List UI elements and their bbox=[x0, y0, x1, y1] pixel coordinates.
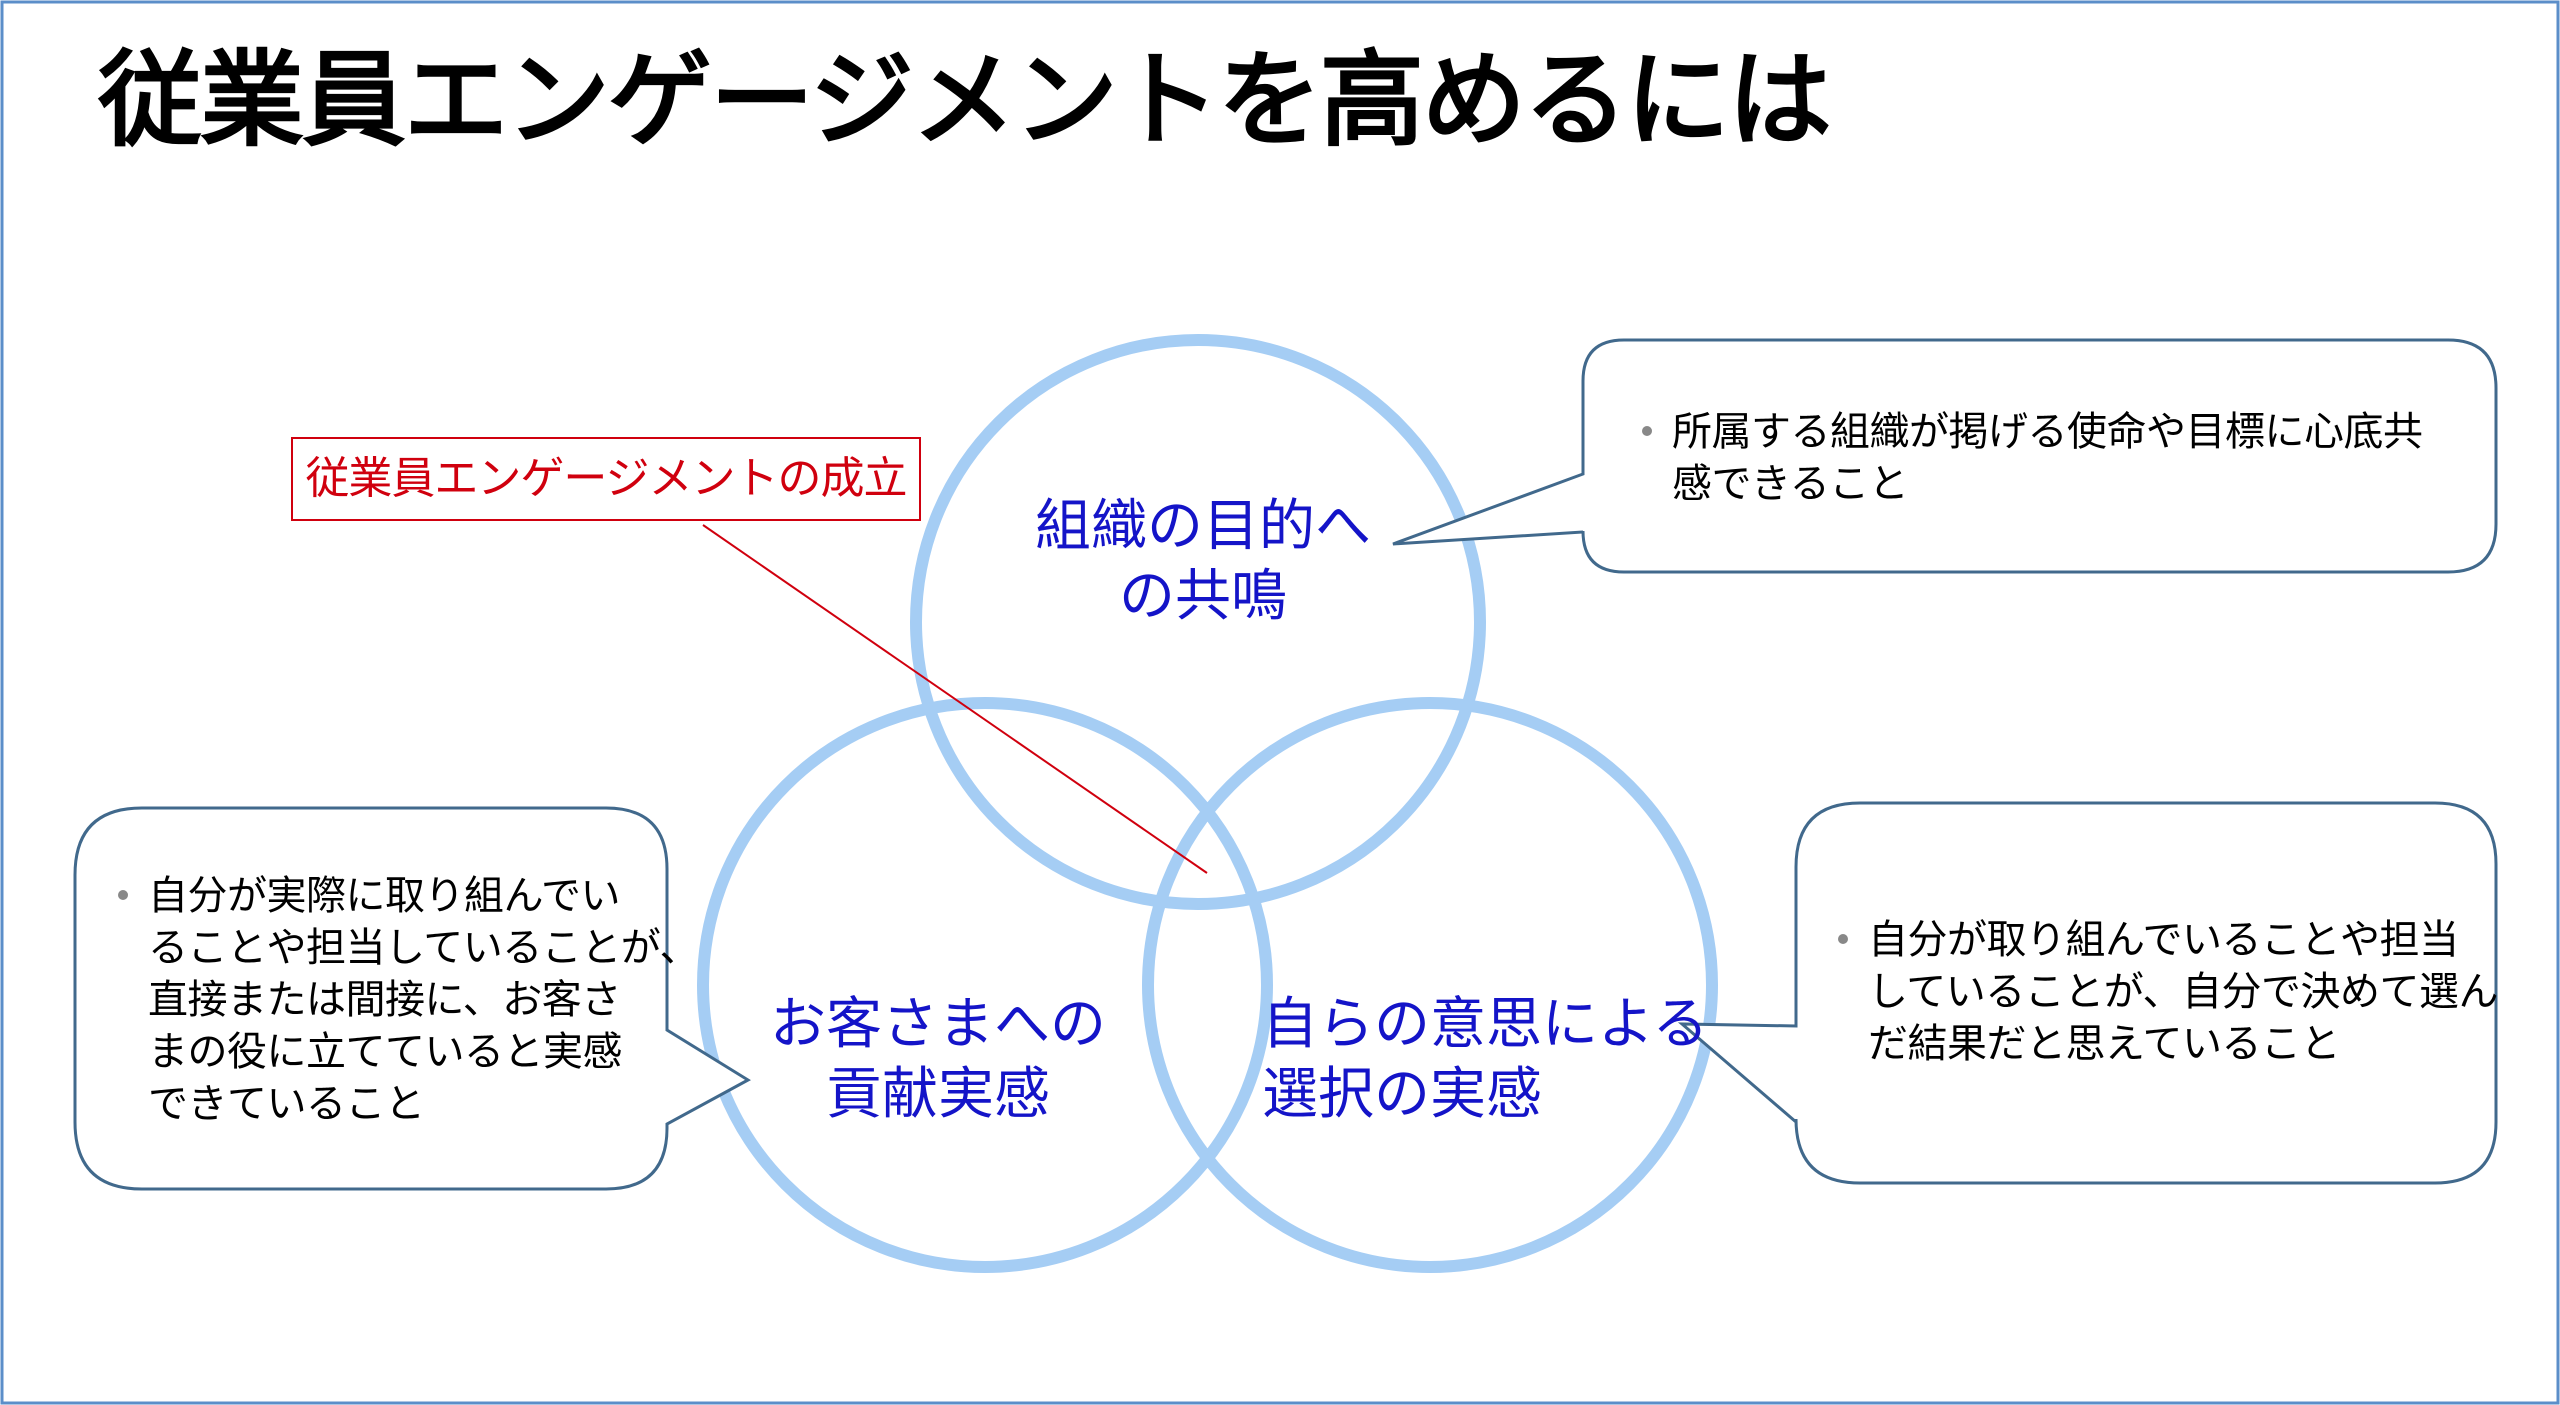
callout-top-right-text: 所属する組織が掲げる使命や目標に心底共 感できること bbox=[1642, 406, 2423, 510]
callout-bottom-right-line-1: 自分が取り組んでいることや担当 bbox=[1868, 917, 2459, 963]
label-text: 従業員エンゲージメントの成立 bbox=[305, 453, 907, 504]
circle-label-right-line-2: 選択の実感 bbox=[1262, 1062, 1542, 1127]
callout-left-text: 自分が実際に取り組んでい ることや担当していることが、 直接または間接に、お客さ… bbox=[118, 870, 700, 1130]
callout-bottom-right-line-2: していることが、自分で決めて選ん bbox=[1868, 969, 2499, 1015]
circle-label-right: 自らの意思による 選択の実感 bbox=[1262, 990, 1709, 1130]
callout-left-shape bbox=[73, 806, 751, 1191]
circle-organization-purpose bbox=[910, 334, 1486, 910]
callout-bottom-right-shape bbox=[1677, 801, 2498, 1185]
label-box: 従業員エンゲージメントの成立 bbox=[291, 437, 921, 521]
circle-label-left-line-1: お客さまへの bbox=[770, 992, 1106, 1057]
slide-title: 従業員エンゲージメントを高めるには bbox=[98, 39, 1832, 161]
circle-label-top-line-1: 組織の目的へ bbox=[1035, 494, 1371, 559]
callout-top-right-shape bbox=[1392, 338, 2498, 574]
callout-bottom-right-line-3: だ結果だと思えていること bbox=[1868, 1021, 2341, 1067]
callout-left-line-4: まの役に立てていると実感 bbox=[148, 1029, 623, 1075]
callout-top-right-line-2: 感できること bbox=[1672, 461, 1909, 507]
bullet-dot-icon bbox=[1838, 934, 1848, 944]
circle-label-left-line-2: 貢献実感 bbox=[826, 1062, 1050, 1127]
bullet-dot-icon bbox=[118, 890, 128, 900]
label-leader-line bbox=[702, 524, 1208, 874]
callout-left-line-1: 自分が実際に取り組んでい bbox=[148, 873, 621, 919]
callout-left-line-3: 直接または間接に、お客さ bbox=[148, 977, 621, 1023]
callout-bottom-right-text: 自分が取り組んでいることや担当 していることが、自分で決めて選ん だ結果だと思え… bbox=[1838, 914, 2499, 1070]
bullet-dot-icon bbox=[1642, 426, 1652, 436]
circle-label-right-line-1: 自らの意思による bbox=[1262, 992, 1709, 1057]
callout-left-line-5: できていること bbox=[148, 1081, 425, 1127]
callout-top-right-line-1: 所属する組織が掲げる使命や目標に心底共 bbox=[1672, 409, 2423, 455]
circle-own-choice bbox=[1142, 697, 1718, 1273]
circle-label-left: お客さまへの 貢献実感 bbox=[738, 990, 1138, 1130]
circle-customer-contribution bbox=[697, 697, 1273, 1273]
circle-label-top-line-2: の共鳴 bbox=[1119, 564, 1287, 629]
callout-left-line-2: ることや担当していることが、 bbox=[148, 925, 700, 971]
circle-label-top: 組織の目的へ の共鳴 bbox=[1003, 492, 1403, 632]
